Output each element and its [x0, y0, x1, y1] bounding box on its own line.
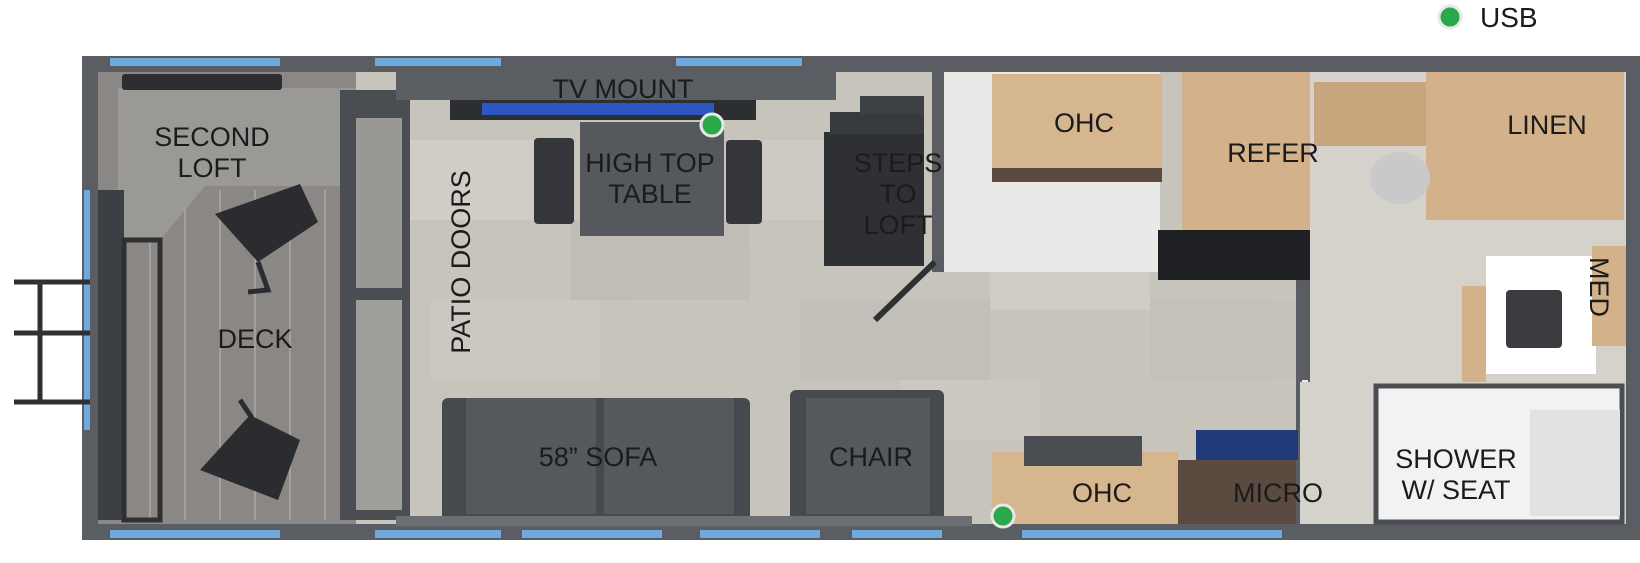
bath-upper-cabinet	[1314, 82, 1426, 146]
label-refer: REFER	[1227, 138, 1319, 168]
patio-door-glass-lower	[356, 300, 402, 510]
rear-window	[84, 190, 90, 430]
sofa	[442, 398, 750, 524]
label-line: W/ SEAT	[1401, 475, 1510, 505]
label-patio-doors: PATIO DOORS	[446, 170, 476, 354]
label-line: SECOND	[154, 122, 270, 152]
bath-sink	[1506, 290, 1562, 348]
usb-legend-label: USB	[1480, 2, 1538, 33]
steps-to-loft	[824, 96, 938, 323]
deck-rear-ramp	[98, 190, 124, 520]
label-chair: CHAIR	[829, 442, 913, 472]
second-loft-area	[118, 88, 356, 240]
med-cabinet	[1592, 246, 1626, 346]
loft-hatch	[122, 74, 282, 90]
sofa-base-strip	[396, 516, 972, 526]
patio-door-glass-upper	[356, 118, 402, 288]
label-tv-mount: TV MOUNT	[553, 74, 694, 104]
deck-chair-top	[215, 184, 318, 295]
partition-kitchen	[932, 72, 944, 272]
label-ohc-lower: OHC	[1072, 478, 1132, 508]
label-med: MED	[1584, 257, 1614, 317]
deck-rail	[121, 237, 163, 523]
stove	[1024, 436, 1142, 466]
deck-chair-bottom	[200, 398, 300, 500]
label-micro: MICRO	[1233, 478, 1323, 508]
usb-dot-kitchen	[990, 503, 1016, 529]
entry-steps	[14, 279, 90, 405]
high-top-table	[580, 122, 724, 236]
lower-cabinet-edge	[1300, 382, 1310, 524]
usb-legend-dot	[1437, 4, 1463, 30]
toilet	[1370, 152, 1430, 204]
stovetop-burners	[1196, 430, 1298, 460]
label-ohc-upper: OHC	[1054, 108, 1114, 138]
tv-cabinet	[396, 72, 836, 100]
usb-dot-tv	[699, 112, 725, 138]
microwave-cabinet	[1178, 460, 1296, 524]
label-linen: LINEN	[1507, 110, 1587, 140]
label-line: STEPS	[854, 148, 943, 178]
label-line: LOFT	[177, 153, 246, 183]
label-line: TABLE	[608, 179, 692, 209]
windows	[110, 58, 1282, 538]
table-stool-right	[726, 140, 762, 224]
label-sofa: 58” SOFA	[539, 442, 658, 472]
linen-cabinet	[1426, 72, 1624, 220]
chair	[790, 390, 944, 524]
shower-seat	[1530, 410, 1620, 516]
label-line: SHOWER	[1395, 444, 1517, 474]
label-line: HIGH TOP	[585, 148, 715, 178]
label-line: TO	[879, 179, 916, 209]
ohc-upper-lip	[992, 168, 1162, 182]
tv-screen	[482, 103, 714, 115]
label-deck: DECK	[217, 324, 292, 354]
vanity-side-cabinet	[1462, 286, 1486, 382]
ohc-upper-cabinet	[992, 74, 1162, 182]
label-line: LOFT	[863, 210, 932, 240]
table-stool-left	[534, 138, 574, 224]
